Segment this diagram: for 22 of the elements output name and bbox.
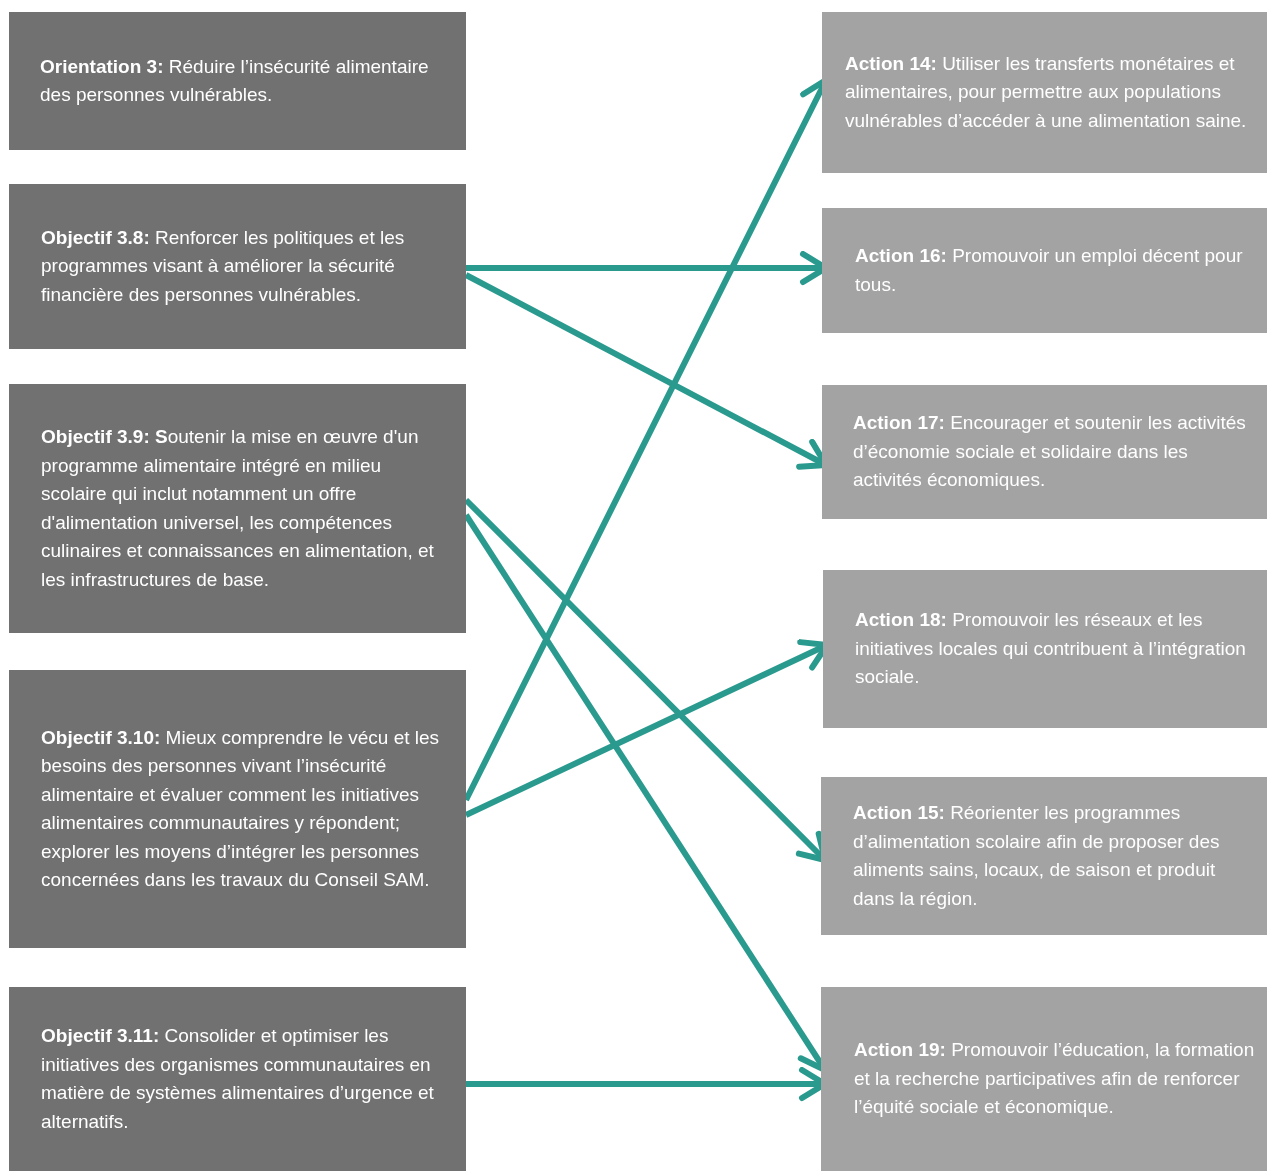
box-text: Objectif 3.8: Renforcer les politiques et les programmes visant à améliorer la sécurité financière des personnes vulnérables. bbox=[41, 225, 406, 307]
box-text: Action 14: Utiliser les transferts monétaires et alimentaires, pour permettre aux populations vulnérables d’accéder à une alimentation saine. bbox=[845, 51, 1248, 133]
box-text: Orientation 3: Réduire l’insécurité alimentaire des personnes vulnérables. bbox=[40, 54, 430, 107]
action-box bbox=[822, 385, 1267, 519]
box-text: Objectif 3.9: Soutenir la mise en œuvre d'un programme alimentaire intégré en milieu scolaire qui inclut notamment un offre d'alimentation universel, les compétences culinaires et connaissances en alimentation, et les infrastructures de base. bbox=[41, 425, 435, 592]
objective-box bbox=[9, 184, 466, 349]
action-box bbox=[821, 987, 1267, 1171]
action-box bbox=[821, 777, 1267, 935]
action-box bbox=[822, 12, 1267, 173]
objective-box bbox=[9, 12, 466, 150]
box-text: Action 16: Promouvoir un emploi décent pour tous. bbox=[855, 244, 1244, 297]
box-text: Action 15: Réorienter les programmes d’alimentation scolaire afin de proposer des aliments sains, locaux, de saison et produit dans la région. bbox=[853, 801, 1221, 911]
box-text: Action 19: Promouvoir l’éducation, la formation et la recherche participatives afin de renforcer l’équité sociale et économique. bbox=[854, 1038, 1256, 1120]
box-text: Objectif 3.11: Consolider et optimiser les initiatives des organismes communautaires en matière de systèmes alimentaires d’urgence et alternatifs. bbox=[41, 1024, 435, 1134]
box-text: Action 17: Encourager et soutenir les activités d’économie sociale et solidaire dans les activités économiques. bbox=[853, 411, 1247, 493]
box-text: Objectif 3.10: Mieux comprendre le vécu et les besoins des personnes vivant l’insécurité alimentaire et évaluer comment les initiatives alimentaires communautaires y répondent; explorer les moyens d’intégrer les personnes concernées dans les travaux du Conseil SAM. bbox=[41, 725, 441, 892]
objective-box bbox=[9, 987, 466, 1171]
action-box bbox=[822, 208, 1267, 333]
action-box bbox=[823, 570, 1267, 728]
objective-box bbox=[9, 384, 466, 633]
objective-box bbox=[9, 670, 466, 948]
box-text: Action 18: Promouvoir les réseaux et les initiatives locales qui contribuent à l’intégration sociale. bbox=[855, 608, 1247, 690]
